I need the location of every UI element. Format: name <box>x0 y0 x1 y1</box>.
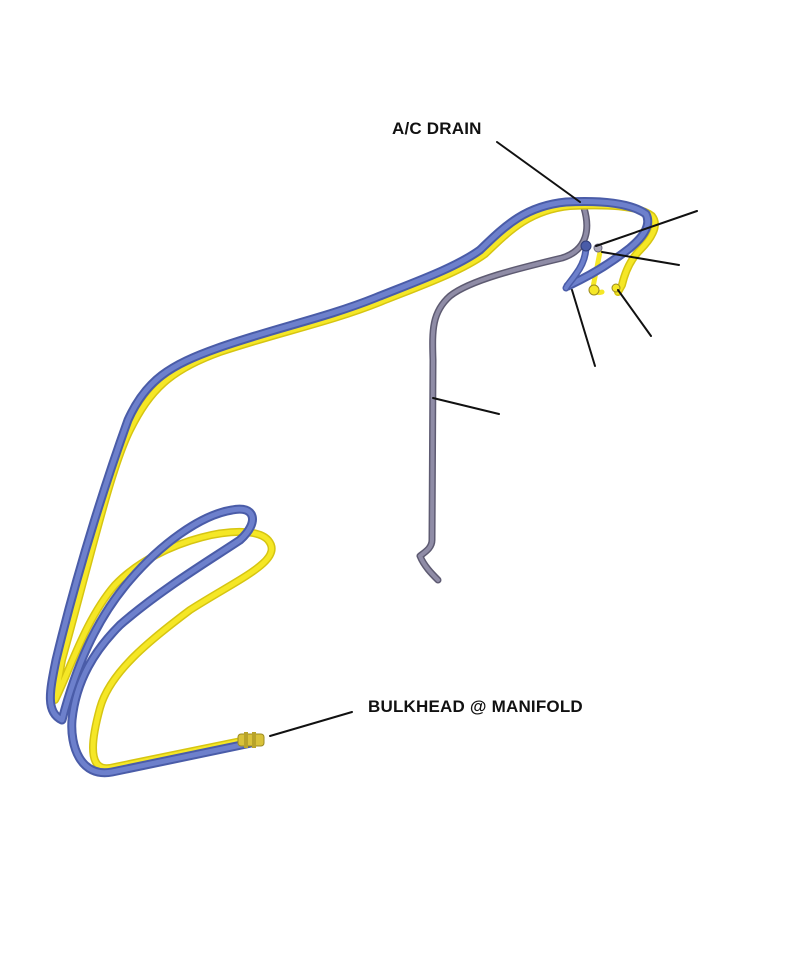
bulkhead-manifold-label: BULKHEAD @ MANIFOLD <box>368 697 583 716</box>
bulkhead-fitting <box>237 732 265 748</box>
drain-tube-leader <box>432 397 500 415</box>
ac-drain-leader <box>496 141 581 203</box>
bulkhead-leader <box>269 711 353 737</box>
ac-drain-label: A/C DRAIN <box>392 119 482 138</box>
right-end-leader-4 <box>571 289 596 367</box>
leader-lines <box>269 141 698 737</box>
right-end-leader-3 <box>617 289 652 337</box>
right-end-leader-2 <box>601 251 680 266</box>
right-end-leader-1 <box>595 210 698 247</box>
ac-drain-tube <box>416 204 591 584</box>
blue-hose <box>45 197 653 778</box>
